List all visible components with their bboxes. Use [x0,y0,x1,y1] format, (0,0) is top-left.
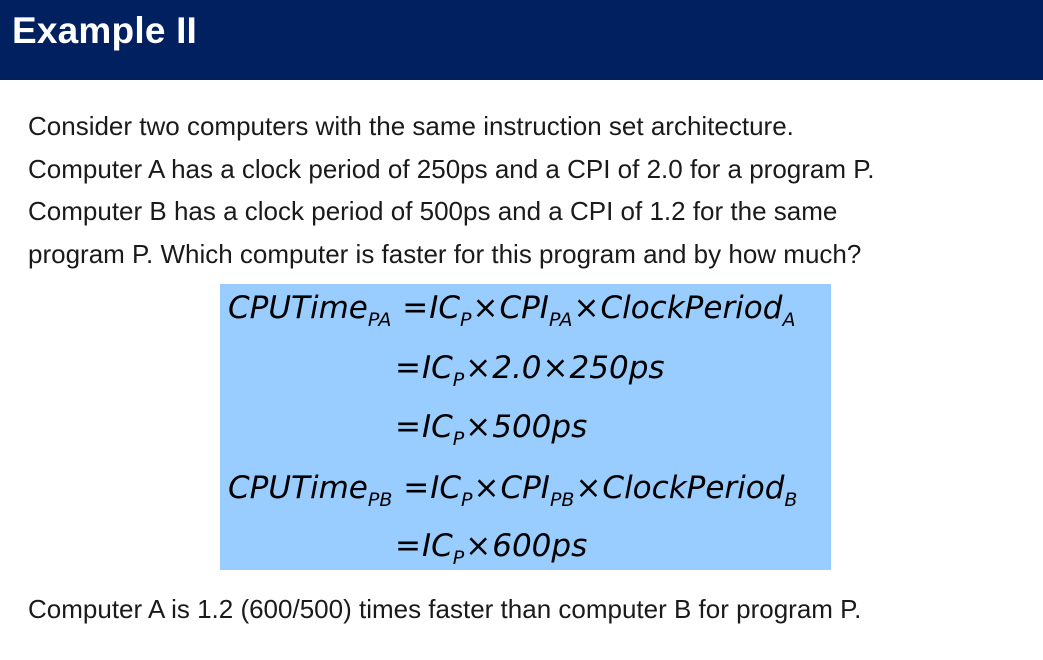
problem-line: Computer A has a clock period of 250ps a… [28,153,875,184]
eq-var: ClockPeriod [600,290,783,326]
times-sign: × [542,350,569,386]
eq-subscript: P [461,489,473,511]
equation-cputime-pb: CPUTimePB =ICP×CPIPB×ClockPeriodB [228,468,798,511]
eq-subscript: P [452,547,465,569]
times-sign: × [573,290,600,326]
conclusion-text: Computer A is 1.2 (600/500) times faster… [28,594,862,624]
problem-line: Computer B has a clock period of 500ps a… [28,196,838,226]
title-bar: Example II [0,0,1043,80]
equals-sign: = [395,409,421,445]
eq-var: CPUTime [228,290,368,326]
eq-var: IC [429,290,461,326]
times-sign: × [465,528,492,564]
eq-var: IC [421,350,453,386]
eq-var: IC [421,409,453,445]
equation-step-3: =ICP×500ps [394,407,588,450]
equals-sign: = [403,470,430,506]
equals-sign: = [395,528,421,564]
eq-var: CPI [500,470,550,506]
times-sign: × [472,290,499,326]
eq-value: 500ps [492,409,588,445]
eq-subscript: B [784,489,798,511]
eq-subscript: P [460,309,472,331]
eq-value: 2.0 [492,350,542,386]
eq-subscript: P [452,428,465,450]
times-sign: × [473,470,500,506]
eq-var: CPI [499,290,549,326]
equals-sign: = [395,350,421,386]
equation-step-5: =ICP×600ps [394,526,588,569]
problem-statement: Consider two computers with the same ins… [28,105,1033,275]
eq-subscript: P [452,369,465,391]
equation-cputime-pa: CPUTimePA =ICP×CPIPA×ClockPeriodA [228,288,796,331]
eq-subscript: PA [548,309,573,331]
eq-value: 250ps [569,350,665,386]
eq-var: IC [430,470,461,506]
eq-subscript: A [782,309,796,331]
eq-value: 600ps [492,528,588,564]
times-sign: × [465,409,492,445]
problem-line: Consider two computers with the same ins… [28,111,794,141]
times-sign: × [465,350,492,386]
eq-var: CPUTime [228,470,368,506]
slide-title: Example II [12,10,198,51]
problem-line: program P. Which computer is faster for … [28,238,862,269]
times-sign: × [575,470,602,506]
eq-subscript: PB [367,489,393,511]
equation-step-2: =ICP×2.0×250ps [394,348,665,391]
equals-sign: = [402,290,429,326]
eq-var: ClockPeriod [602,470,785,506]
eq-var: IC [421,528,453,564]
eq-subscript: PB [549,489,575,511]
eq-subscript: PA [367,309,392,331]
equation-box: CPUTimePA =ICP×CPIPA×ClockPeriodA =ICP×2… [220,284,831,570]
